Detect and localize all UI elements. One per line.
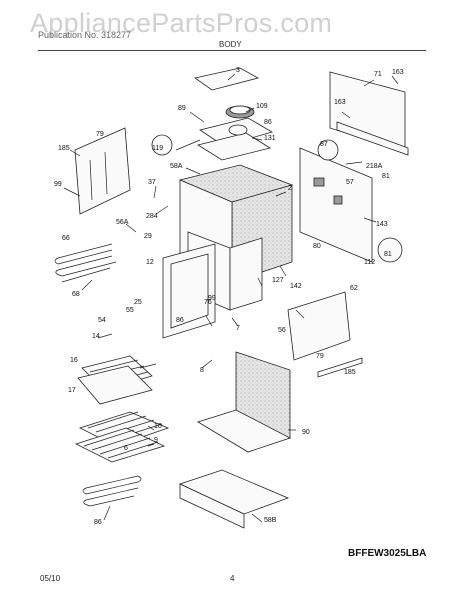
callout-label: 71 xyxy=(374,71,382,78)
callout-label: 6 xyxy=(124,445,128,452)
callout-label: 86 xyxy=(264,119,272,126)
callout-label: 2 xyxy=(288,185,292,192)
callout-label: 29 xyxy=(144,233,152,240)
bottom-shield xyxy=(178,469,290,529)
callout-label: 218A xyxy=(366,163,383,170)
callout-label: 68 xyxy=(72,291,80,298)
callout-label: 76 xyxy=(204,299,212,306)
model-number: BFFEW3025LBA xyxy=(348,548,427,559)
callout-label: 86 xyxy=(94,519,102,526)
callout-label: 119 xyxy=(152,145,163,152)
header-rule xyxy=(38,50,426,51)
convection-fan-assembly xyxy=(196,105,274,161)
callout-label: 163 xyxy=(334,99,346,106)
left-side-panel xyxy=(74,127,131,215)
callout-label: 58A xyxy=(170,163,183,170)
callout-label: 80 xyxy=(313,243,321,250)
callout-label: 87 xyxy=(320,141,328,148)
callout-label: 86 xyxy=(176,317,184,324)
callout-label: 89 xyxy=(178,105,186,112)
callout-label: 185 xyxy=(344,369,356,376)
bottom-panel xyxy=(197,351,292,453)
footer-page-number: 4 xyxy=(230,574,235,583)
top-panel-part xyxy=(194,67,260,91)
callout-label: 99 xyxy=(208,295,216,302)
oven-body-cavity xyxy=(178,164,294,311)
section-title: BODY xyxy=(219,40,242,49)
callout-label: 9 xyxy=(154,437,158,444)
callout-label: 25 xyxy=(134,299,142,306)
callout-label: 79 xyxy=(96,131,104,138)
leader-lines xyxy=(63,73,399,523)
callout-label: 90 xyxy=(302,429,310,436)
callout-label: 62 xyxy=(350,285,358,292)
publication-number: Publication No. 318277 xyxy=(38,30,132,40)
callout-label: 79 xyxy=(316,353,324,360)
callout-label: 17 xyxy=(68,387,76,394)
callout-label: 81 xyxy=(382,173,390,180)
right-lower-panel xyxy=(287,291,363,378)
callout-label: 127 xyxy=(272,277,284,284)
footer-date: 05/10 xyxy=(40,574,61,583)
callout-label: 12 xyxy=(146,259,154,266)
callout-label: 58B xyxy=(264,517,277,524)
callout-label: 56 xyxy=(278,327,286,334)
callout-label: 163 xyxy=(392,69,404,76)
callout-label: 14 xyxy=(92,333,100,340)
broiler-pan xyxy=(77,355,153,405)
callout-label: 142 xyxy=(290,283,302,290)
callout-label: 55 xyxy=(126,307,134,314)
callout-label: 57 xyxy=(346,179,354,186)
callout-label: 99 xyxy=(54,181,62,188)
callout-label: 16 xyxy=(70,357,78,364)
callout-label: 54 xyxy=(98,317,106,324)
callout-label: 131 xyxy=(264,135,276,142)
callout-label: 81 xyxy=(384,251,392,258)
callout-label: 109 xyxy=(256,103,268,110)
callout-label: 37 xyxy=(148,179,156,186)
callout-label: 143 xyxy=(376,221,388,228)
right-side-panel xyxy=(299,147,373,263)
callout-label: 10 xyxy=(154,423,162,430)
callout-label: 112 xyxy=(364,259,375,266)
callout-label: 7 xyxy=(236,325,240,332)
circled-callouts xyxy=(151,134,403,263)
broil-element xyxy=(82,475,142,507)
callout-label: 185 xyxy=(58,145,70,152)
callout-label: 56A xyxy=(116,219,129,226)
door-frame xyxy=(162,243,216,339)
watermark: AppliancePartsPros.com xyxy=(30,8,333,38)
bake-element-left xyxy=(54,243,117,283)
callout-label: 3 xyxy=(236,67,240,74)
callout-label: 66 xyxy=(62,235,70,242)
oven-racks xyxy=(74,411,170,463)
callout-label: 8 xyxy=(200,367,204,374)
rear-panel xyxy=(329,71,409,156)
callout-label: 284 xyxy=(146,213,158,220)
